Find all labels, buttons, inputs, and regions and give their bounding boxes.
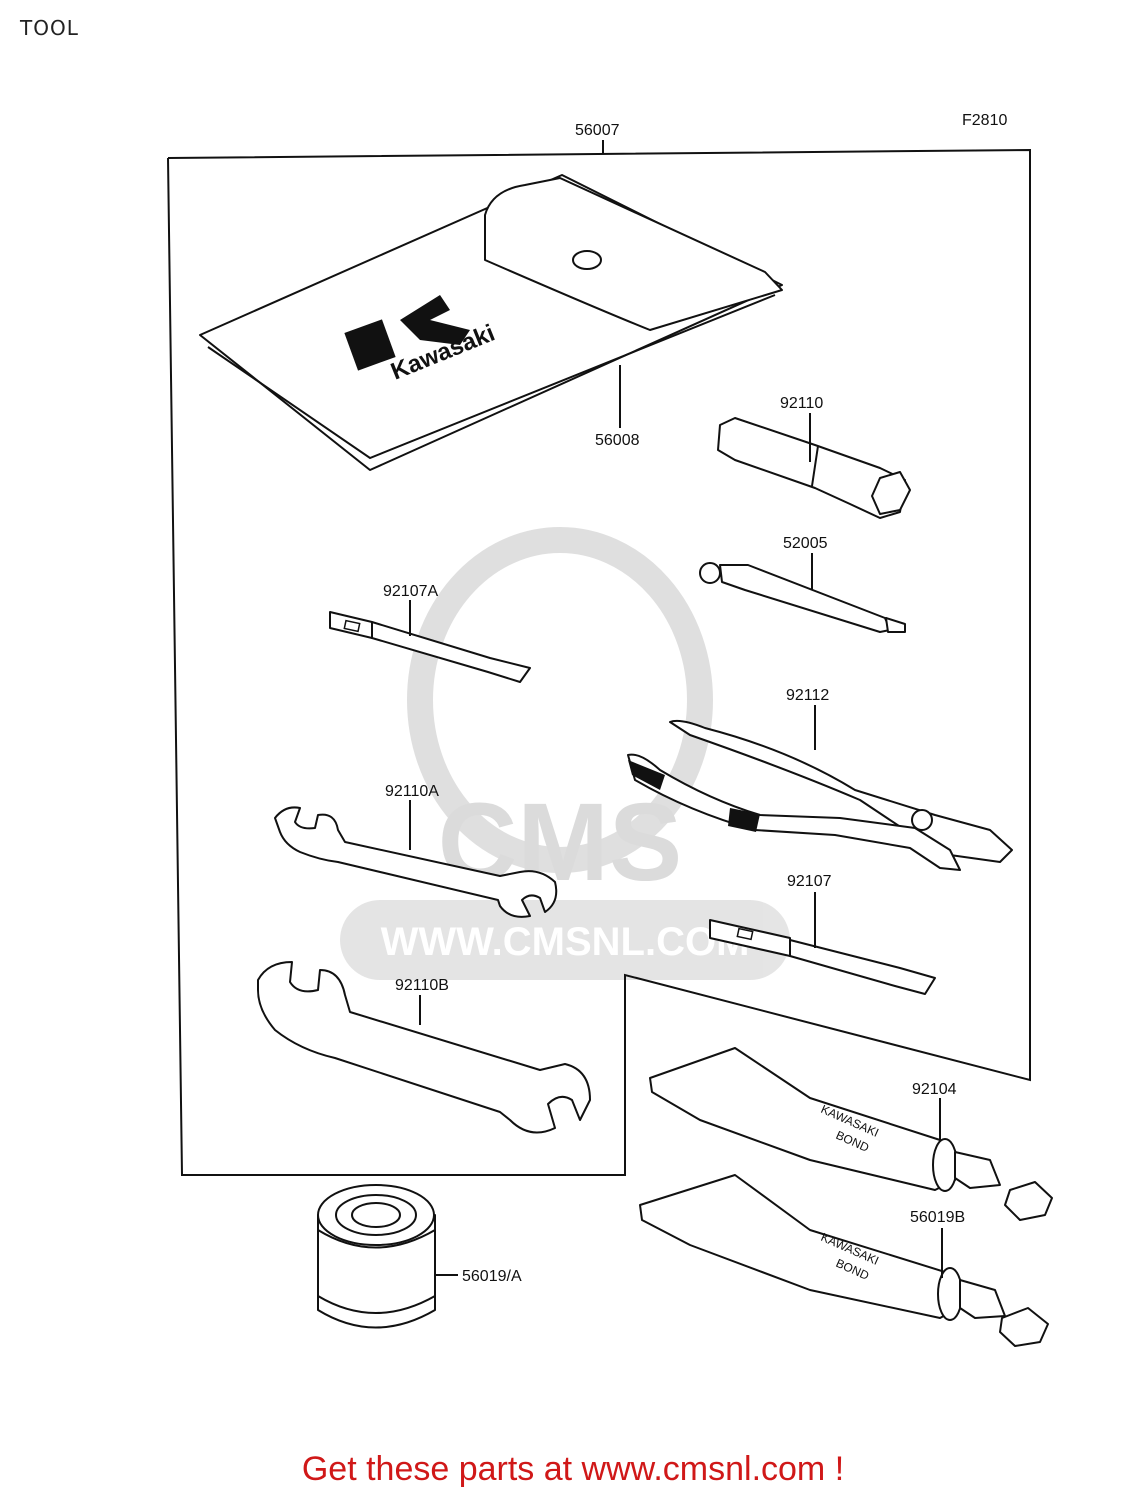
pliers (627, 719, 1013, 871)
watermark-url: WWW.CMSNL.COM (381, 920, 750, 964)
plug-wrench (717, 417, 911, 519)
cms-watermark: CMS WWW.CMSNL.COM (340, 527, 790, 980)
label-56008: 56008 (595, 432, 640, 449)
label-92107A: 92107A (383, 583, 438, 600)
screwdriver-92107 (709, 919, 936, 995)
bond-tube-56019B: KAWASAKI BOND (639, 1174, 1049, 1347)
label-92110: 92110 (780, 395, 823, 412)
extension-driver (699, 562, 906, 633)
label-92112: 92112 (786, 687, 829, 704)
screwdriver-92107A (329, 611, 531, 683)
label-92107: 92107 (787, 873, 832, 890)
label-92110A: 92110A (385, 783, 439, 800)
label-52005: 52005 (783, 535, 828, 552)
label-92110B: 92110B (395, 977, 449, 994)
label-56007: 56007 (575, 122, 620, 139)
wrench-92110A (274, 806, 558, 918)
label-56019B: 56019B (910, 1209, 965, 1226)
figure-code: F2810 (962, 112, 1007, 129)
kit-enclosure (167, 148, 1031, 1176)
footer-cta[interactable]: Get these parts at www.cmsnl.com ! (301, 1450, 845, 1488)
grease-can (317, 1184, 436, 1329)
tool-pouch: Kawasaki (199, 174, 783, 471)
wrench-92110B (257, 961, 591, 1134)
label-92104: 92104 (912, 1081, 957, 1098)
label-56019-A: 56019/A (462, 1268, 522, 1285)
page-title: TOOL (20, 16, 79, 40)
